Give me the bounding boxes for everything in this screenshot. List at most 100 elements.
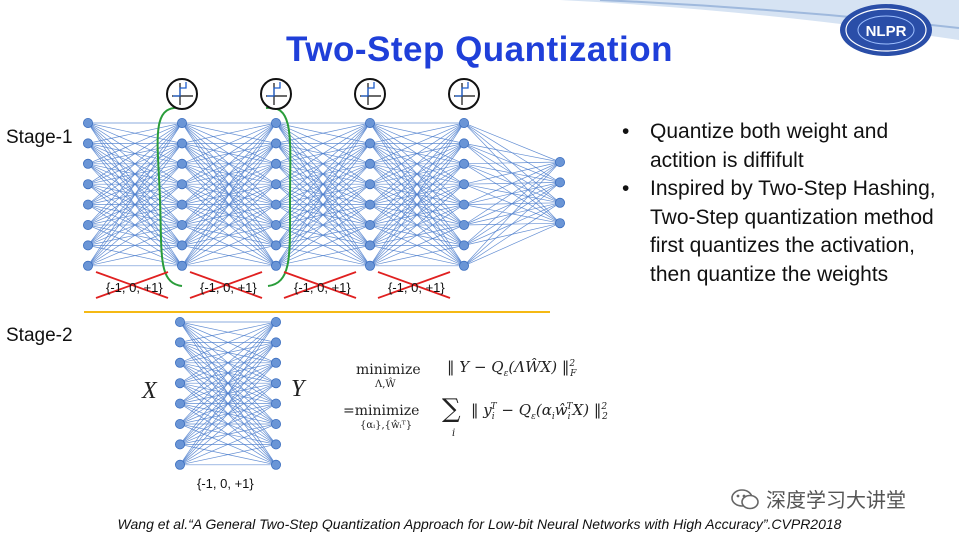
activation-icon xyxy=(166,78,198,110)
neuron-node xyxy=(270,418,281,429)
nlpr-logo: NLPR xyxy=(840,4,932,56)
neuron-node xyxy=(458,199,469,210)
neuron-node xyxy=(174,316,185,327)
neuron-node xyxy=(83,260,94,271)
bullet-list: •Quantize both weight and actition is di… xyxy=(620,118,950,289)
bullet-dot-icon: • xyxy=(622,177,630,200)
logo-text: NLPR xyxy=(866,23,907,40)
neuron-node xyxy=(174,398,185,409)
neuron-node xyxy=(270,179,281,190)
connection-line xyxy=(463,161,561,267)
connection-line xyxy=(179,321,277,384)
neuron-node xyxy=(174,439,185,450)
input-x: X xyxy=(142,378,157,404)
connection-line xyxy=(87,204,183,267)
neuron-node xyxy=(458,158,469,169)
quant-label-3: {-1, 0, +1} xyxy=(294,280,351,295)
connection-line xyxy=(87,122,183,144)
neuron-node xyxy=(270,398,281,409)
cross-mark xyxy=(283,271,357,299)
neuron-node xyxy=(270,199,281,210)
neuron-node xyxy=(270,357,281,368)
cross-mark xyxy=(95,271,169,299)
activation-icon-curve xyxy=(173,82,187,97)
neuron-node xyxy=(364,260,375,271)
neuron-node xyxy=(555,197,566,208)
connection-line xyxy=(181,224,277,267)
neuron-node xyxy=(458,138,469,149)
activation-icon xyxy=(448,78,480,110)
eq1-operator: minimize xyxy=(356,362,421,378)
connection-line xyxy=(275,245,371,267)
connection-line xyxy=(463,161,561,205)
connection-line xyxy=(87,245,183,267)
bullet-item: •Quantize both weight and actition is di… xyxy=(622,120,889,172)
neuron-node xyxy=(364,219,375,230)
connection-line xyxy=(275,143,371,267)
output-y: Y xyxy=(291,376,305,402)
connection-line xyxy=(369,245,465,267)
neuron-node xyxy=(83,158,94,169)
neuron-node xyxy=(458,219,469,230)
connection-line xyxy=(181,122,277,185)
neuron-node xyxy=(270,240,281,251)
connection-line xyxy=(463,122,561,163)
connection-line xyxy=(181,122,277,144)
connection-line xyxy=(181,204,277,267)
watermark: 深度学习大讲堂 xyxy=(730,484,906,513)
neuron-node xyxy=(270,378,281,389)
neuron-node xyxy=(364,240,375,251)
neuron-node xyxy=(176,179,187,190)
connection-line xyxy=(275,183,371,267)
connection-line xyxy=(181,122,277,165)
connection-line xyxy=(275,204,371,267)
sum-subscript: i xyxy=(452,428,456,439)
quant-label-2: {-1, 0, +1} xyxy=(200,280,257,295)
connection-line xyxy=(181,183,277,267)
neuron-node xyxy=(458,179,469,190)
connection-line xyxy=(179,423,277,466)
neuron-node xyxy=(270,118,281,129)
connection-line xyxy=(179,362,277,466)
connection-line xyxy=(87,122,183,266)
connection-line xyxy=(87,122,183,185)
connection-line xyxy=(369,224,465,267)
connection-line xyxy=(87,122,183,165)
connection-line xyxy=(369,122,465,205)
neuron-node xyxy=(83,199,94,210)
neuron-node xyxy=(458,118,469,129)
connection-line xyxy=(463,161,561,246)
connection-line xyxy=(275,224,371,267)
eq2-subscript: {αᵢ},{ŵᵢᵀ} xyxy=(360,420,413,431)
activation-icon xyxy=(260,78,292,110)
connection-line xyxy=(179,342,277,466)
bullet-item: •Inspired by Two-Step Hashing, Two-Step … xyxy=(622,177,936,286)
slide-title: Two-Step Quantization xyxy=(285,30,674,69)
neuron-node xyxy=(174,337,185,348)
neuron-node xyxy=(176,219,187,230)
neuron-node xyxy=(270,158,281,169)
neuron-node xyxy=(176,199,187,210)
neuron-node xyxy=(83,118,94,129)
connection-line xyxy=(179,321,277,404)
neuron-node xyxy=(270,459,281,470)
connection-line xyxy=(181,143,277,267)
neuron-node xyxy=(83,240,94,251)
connection-line xyxy=(369,163,465,267)
neuron-node xyxy=(83,219,94,230)
neuron-node xyxy=(176,240,187,251)
connection-line xyxy=(369,183,465,267)
connection-line xyxy=(369,122,465,226)
connection-line xyxy=(87,163,183,267)
activation-icon-curve xyxy=(361,82,375,97)
connection-line xyxy=(179,382,277,466)
connection-line xyxy=(179,444,277,466)
connection-line xyxy=(179,321,277,364)
stage-1-label: Stage-1 xyxy=(6,127,73,148)
wechat-icon xyxy=(731,488,759,509)
neuron-node xyxy=(270,316,281,327)
quant-label-4: {-1, 0, +1} xyxy=(388,280,445,295)
connection-line xyxy=(275,122,371,246)
connection-line xyxy=(87,122,183,226)
